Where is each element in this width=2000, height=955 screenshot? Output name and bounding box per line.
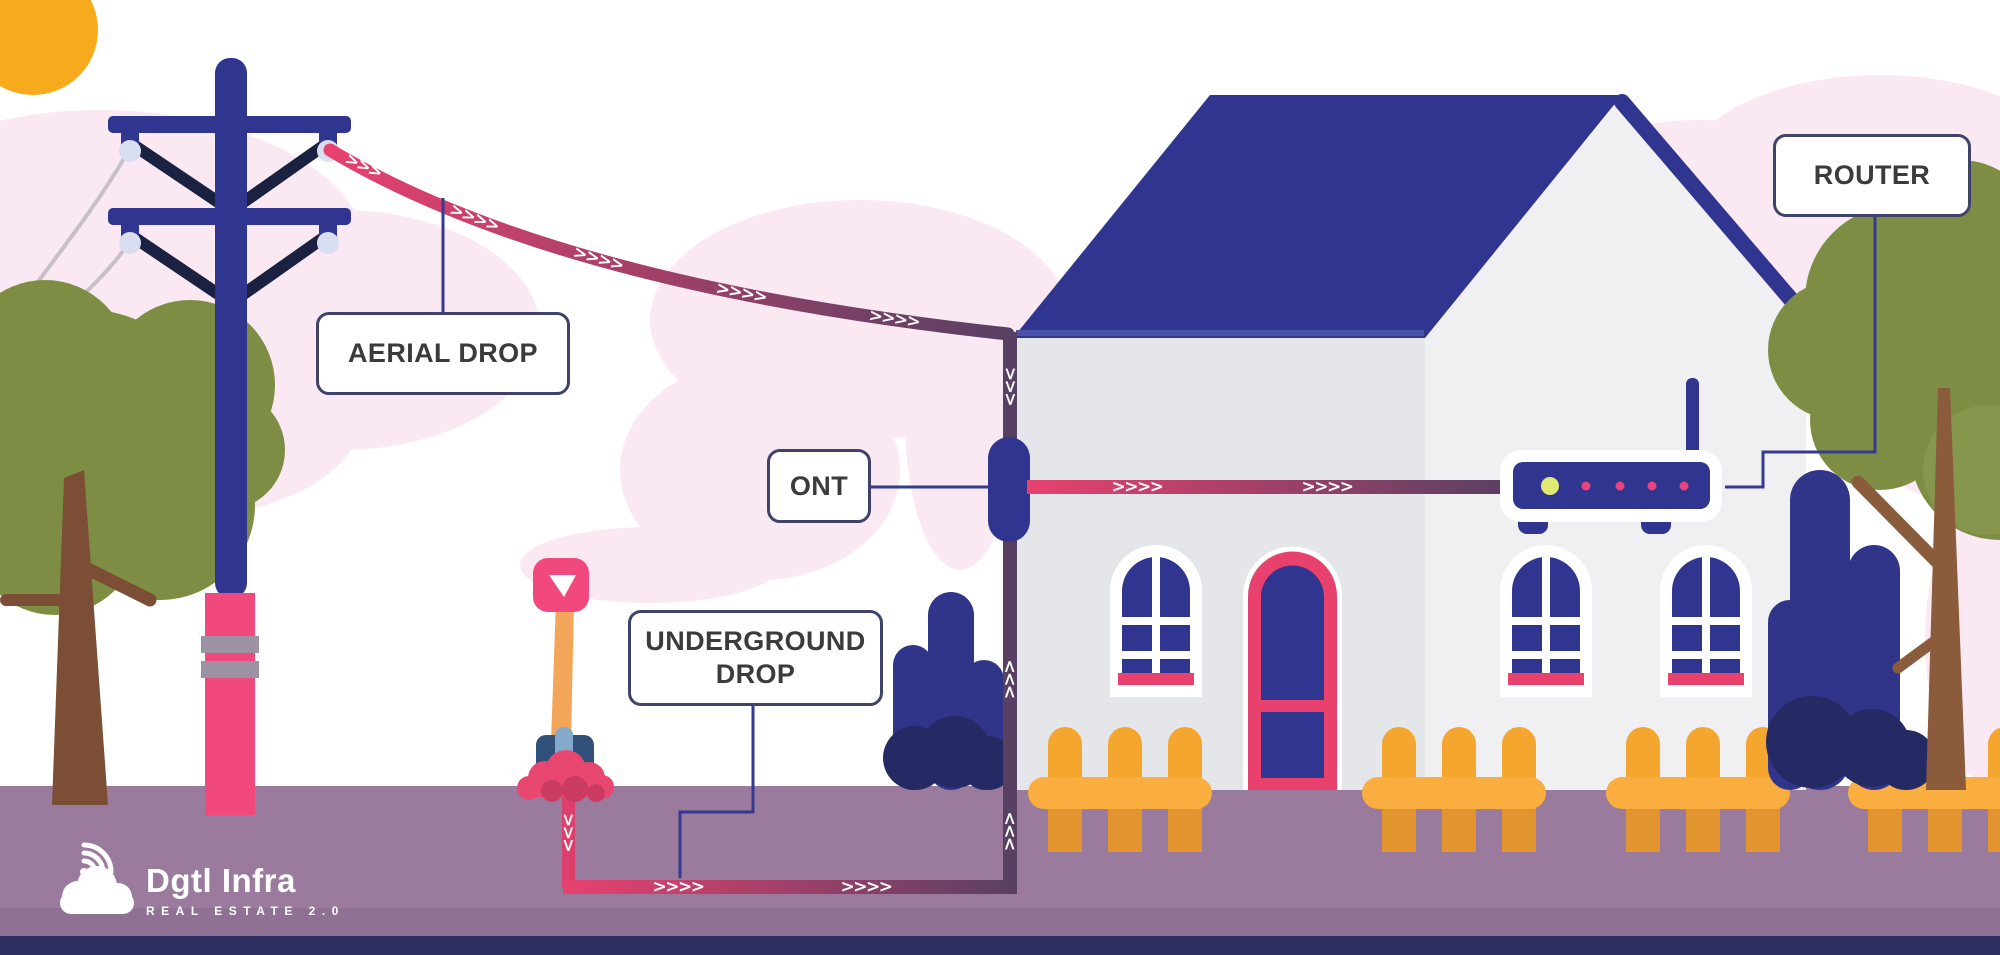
- bush-left-of-house: [883, 592, 1015, 790]
- logo-name: Dgtl Infra: [146, 862, 296, 899]
- router-body: [1513, 462, 1710, 509]
- router-device: [1500, 378, 1722, 534]
- label-aerial-drop: AERIAL DROP: [316, 312, 570, 395]
- pole-base: [205, 593, 255, 815]
- router-antenna: [1686, 378, 1699, 460]
- label-router: ROUTER: [1773, 134, 1971, 217]
- house-front-wall: [1014, 336, 1425, 790]
- router-led-power: [1541, 477, 1559, 495]
- window-right-2: [1660, 545, 1752, 697]
- ground-shadow: [0, 908, 2000, 936]
- pole-brace-br: [232, 230, 332, 304]
- pole-band-2: [201, 661, 259, 678]
- shovel: [517, 558, 614, 802]
- fence-group-1: [1028, 727, 1212, 852]
- label-router-text: ROUTER: [1813, 160, 1931, 191]
- bushes-right: [1766, 470, 1936, 790]
- flow-chevrons: >>>>: [1112, 477, 1163, 497]
- house: [1013, 94, 1826, 790]
- underground-drop-cable: >>> >>>> >>>>: [558, 797, 1017, 897]
- pole-band-1: [201, 636, 259, 653]
- tree-left-trunk: [0, 470, 157, 805]
- wifi-icon: [80, 842, 114, 876]
- sun: [0, 0, 98, 95]
- shovel-handle: [533, 558, 589, 612]
- label-connectors: [441, 198, 1877, 878]
- fence-group-3: [1606, 727, 1790, 852]
- flow-chevrons: >>>>: [653, 877, 704, 897]
- logo-tagline: REAL ESTATE 2.0: [146, 904, 345, 918]
- logo: Dgtl Infra REAL ESTATE 2.0: [146, 864, 345, 917]
- label-ont-text: ONT: [789, 470, 849, 501]
- flow-chevrons: >>>>: [841, 877, 892, 897]
- front-door: [1243, 546, 1342, 790]
- footer-strip: [0, 936, 2000, 955]
- flow-chevrons: >>>: [1000, 813, 1020, 851]
- pole-brace-tr: [232, 138, 332, 212]
- fence-group-2: [1362, 727, 1546, 852]
- router-leds: [1581, 481, 1689, 491]
- window-right-1: [1500, 545, 1592, 697]
- flow-chevrons: >>>>: [571, 242, 626, 275]
- pole-brace-bl: [126, 230, 230, 304]
- indoor-cable: >>>> >>>>: [1027, 477, 1513, 497]
- utility-pole: [108, 58, 351, 815]
- crossarm-top: [108, 116, 351, 133]
- flow-chevrons: >>>>: [447, 200, 502, 237]
- flow-chevrons: >>>: [341, 149, 384, 183]
- label-aerial-drop-text: AERIAL DROP: [348, 338, 538, 369]
- logo-cloud-icon: [60, 842, 134, 914]
- flow-chevrons: >>>>: [1302, 477, 1353, 497]
- flow-chevrons: >>>: [1000, 367, 1020, 405]
- wall-cable: >>> >>> >>>: [1000, 332, 1020, 886]
- flow-chevrons: >>>: [558, 813, 578, 851]
- roof-right-edge: [1614, 94, 1826, 339]
- pole-mast: [215, 58, 247, 598]
- dirt-mound: [517, 750, 614, 802]
- label-underground-drop: UNDERGROUND DROP: [628, 610, 883, 706]
- crossarm-bottom: [108, 208, 351, 225]
- connector-router: [1725, 216, 1877, 489]
- house-roof: [1013, 95, 1622, 338]
- label-ont: ONT: [767, 449, 871, 523]
- label-underground-drop-text: UNDERGROUND DROP: [645, 626, 866, 689]
- connector-underground-drop: [678, 705, 755, 878]
- ont-device: [988, 437, 1030, 542]
- shovel-shaft: [551, 600, 574, 742]
- flow-chevrons: >>>: [1000, 661, 1020, 699]
- tree-right-trunk: [1851, 388, 1966, 790]
- pole-brace-tl: [126, 138, 230, 212]
- window-front: [1110, 545, 1202, 697]
